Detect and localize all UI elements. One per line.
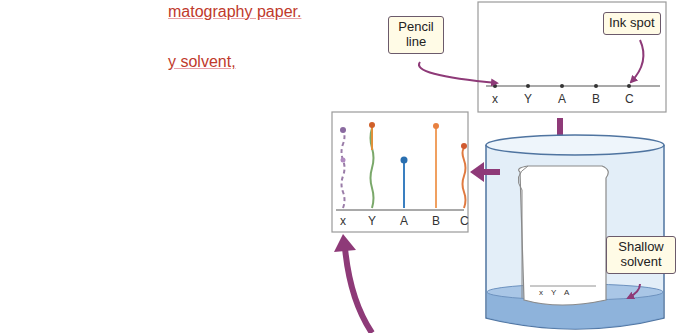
leader-line [631, 40, 643, 82]
leader-line [419, 62, 497, 83]
callout-text: Shallow solvent [612, 240, 670, 270]
heading-fragment: y solvent, [168, 54, 236, 70]
paper [478, 2, 666, 112]
callout-box: Ink spot [603, 12, 661, 35]
process-arrow [482, 169, 500, 175]
developed-paper [332, 112, 468, 232]
heading-fragment: matography paper. [168, 4, 301, 20]
process-arrow [345, 248, 372, 333]
process-arrow [470, 162, 484, 182]
spot-label: C [460, 215, 469, 227]
leader-line [628, 284, 640, 298]
spot-label: C [625, 93, 634, 105]
spot-label: x [492, 93, 498, 105]
paper-curl [518, 166, 528, 298]
spot-label: B [432, 215, 440, 227]
callout-box: Pencil line [388, 16, 444, 54]
spot-label: B [592, 93, 600, 105]
spot-label: A [558, 93, 566, 105]
callout-text: Ink spot [609, 16, 655, 31]
callout-text: Pencil line [394, 20, 438, 50]
spot-label: A [564, 289, 569, 297]
ink-streaks [342, 126, 466, 208]
pencil-line [486, 85, 660, 86]
spot-label: Y [551, 289, 556, 297]
rolled-paper [519, 166, 609, 305]
callout-box: Shallow solvent [606, 236, 676, 274]
pencil-line [530, 286, 596, 287]
beaker-rim [486, 135, 664, 155]
streak-spots [340, 122, 467, 164]
ink-spots [493, 84, 631, 88]
spot-label: Y [524, 93, 532, 105]
spot-label: x [340, 215, 346, 227]
process-arrow [334, 234, 356, 252]
spot-label: A [400, 215, 408, 227]
pencil-line [336, 209, 464, 210]
spot-label: x [539, 289, 543, 297]
spot-label: Y [368, 215, 376, 227]
